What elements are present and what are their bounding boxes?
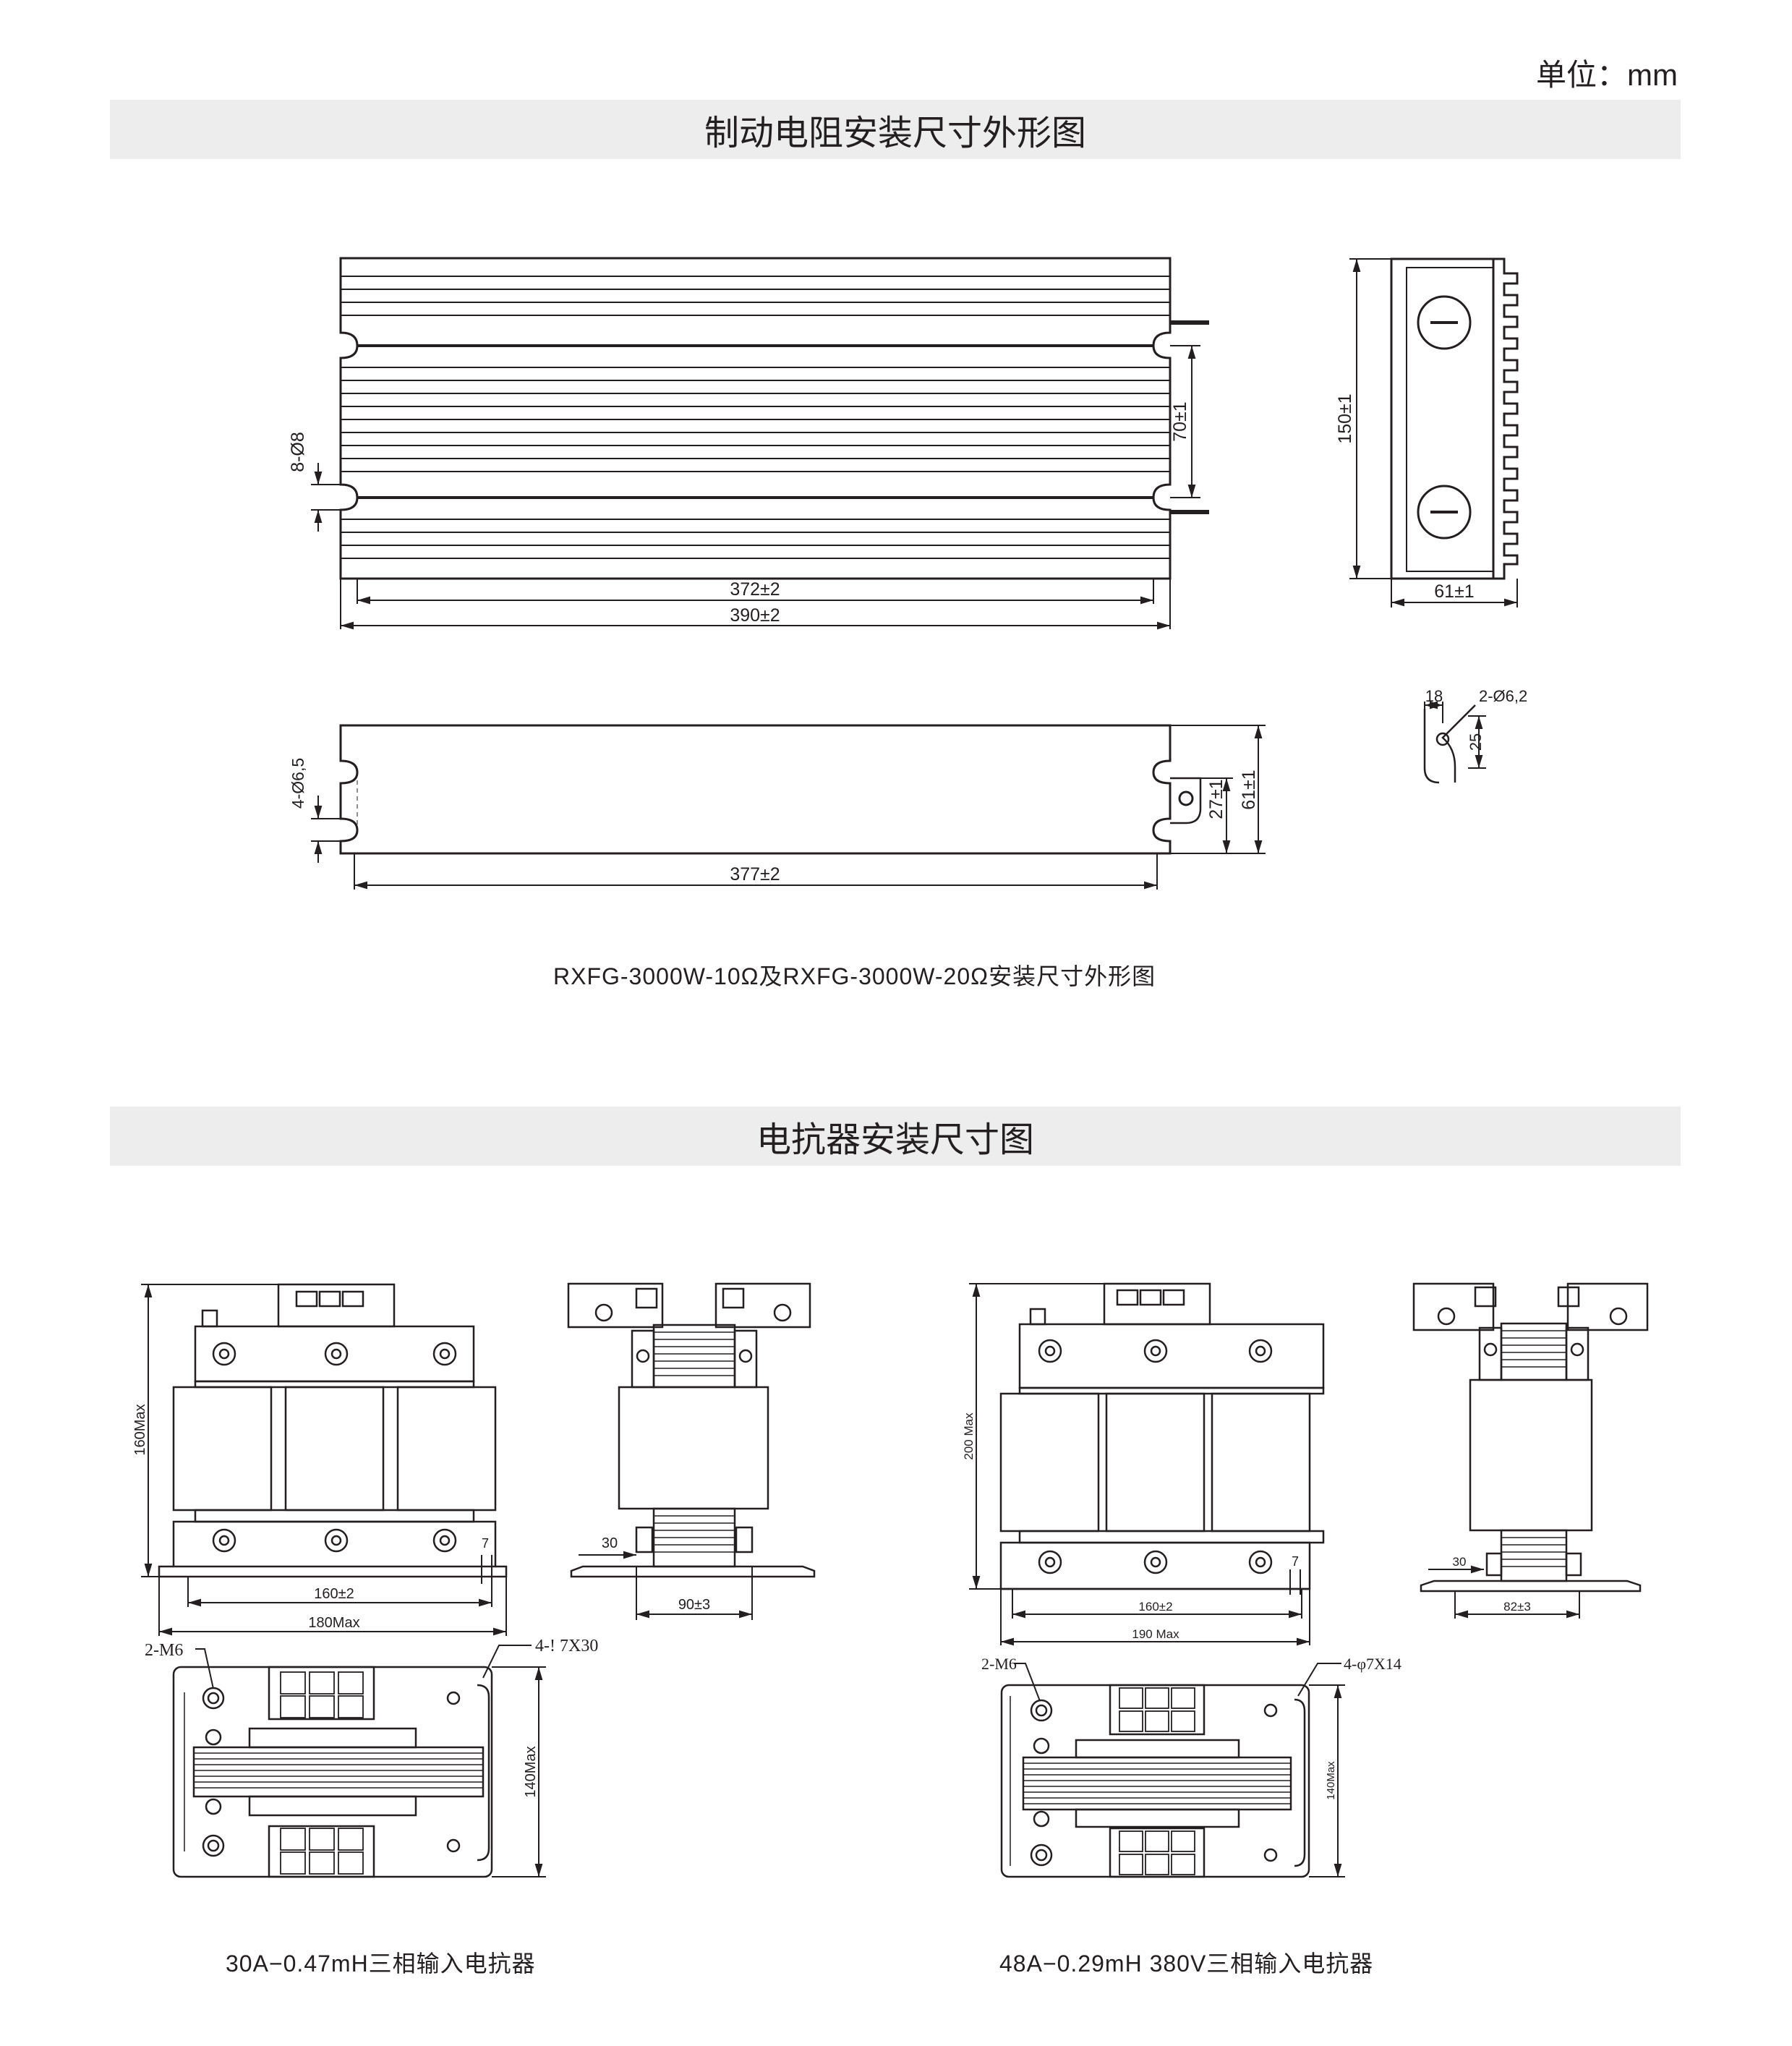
resistor-caption: RXFG-3000W-10Ω及RXFG-3000W-20Ω安装尺寸外形图 [553,963,1156,989]
section-title-reactor: 电抗器安装尺寸图 [756,1121,1034,1159]
b-dim-mount-pitch: 160±2 [1138,1600,1172,1614]
reactor-b-caption: 48A−0.29mH 380V三相输入电抗器 [999,1951,1374,1977]
b-dim-height: 200 Max [962,1412,976,1460]
reactor-b-front-view [969,1282,1325,1646]
a-terminal-label: 2-M6 [145,1641,183,1660]
resistor-top-view [311,257,1209,630]
dim-slots: 8-Ø8 [288,432,308,472]
reactor-b-side-view [1412,1282,1649,1619]
reactor-b-top-view [1000,1663,1345,1878]
resistor-end-view [1349,257,1519,608]
b-dim-side-pitch: 82±3 [1503,1600,1531,1614]
a-slots-label: 4-! 7X30 [535,1637,598,1655]
a-dim-side-offset: 30 [602,1535,618,1551]
dim-inner-length: 372±2 [730,579,780,600]
dim-bottom-holes: 4-Ø6,5 [289,758,307,809]
b-dim-edge: 7 [1292,1554,1299,1569]
a-dim-height: 160Max [132,1404,148,1455]
b-dim-width: 190 Max [1132,1627,1179,1641]
a-dim-mount-pitch: 160±2 [314,1586,354,1602]
a-dim-side-pitch: 90±3 [678,1597,710,1613]
b-dim-side-offset: 30 [1453,1555,1467,1569]
section-header-reactor: 电抗器安装尺寸图 [110,1107,1681,1166]
dim-detail-height: 25 [1467,733,1485,751]
bracket-detail [1423,701,1486,784]
dim-bottom-depth: 61±1 [1239,770,1259,809]
section-title-resistor: 制动电阻安装尺寸外形图 [704,114,1086,153]
reactor-a-side-view [567,1282,816,1620]
dim-bottom-length: 377±2 [730,864,780,885]
a-dim-depth: 140Max [523,1746,539,1797]
dim-bracket-height: 27±1 [1206,779,1226,819]
dim-hole-pitch: 70±1 [1170,401,1190,441]
dim-height: 150±1 [1335,393,1355,443]
b-slots-label: 4-φ7X14 [1344,1655,1401,1673]
reactor-a-front-view [141,1283,508,1636]
b-dim-depth: 140Max [1325,1761,1337,1800]
resistor-bottom-view [311,724,1266,890]
unit-label: 单位：mm [1536,58,1678,92]
b-terminal-label: 2-M6 [981,1655,1017,1673]
section-header-resistor: 制动电阻安装尺寸外形图 [110,100,1681,159]
dim-detail-holes: 2-Ø6,2 [1479,687,1527,705]
a-dim-edge: 7 [482,1536,489,1551]
dim-outer-length: 390±2 [730,605,780,626]
dim-detail-width: 18 [1425,687,1443,705]
dim-depth: 61±1 [1434,581,1474,602]
reactor-a-top-view [172,1645,546,1878]
reactor-a-caption: 30A−0.47mH三相输入电抗器 [226,1951,536,1977]
a-dim-width: 180Max [308,1615,359,1631]
